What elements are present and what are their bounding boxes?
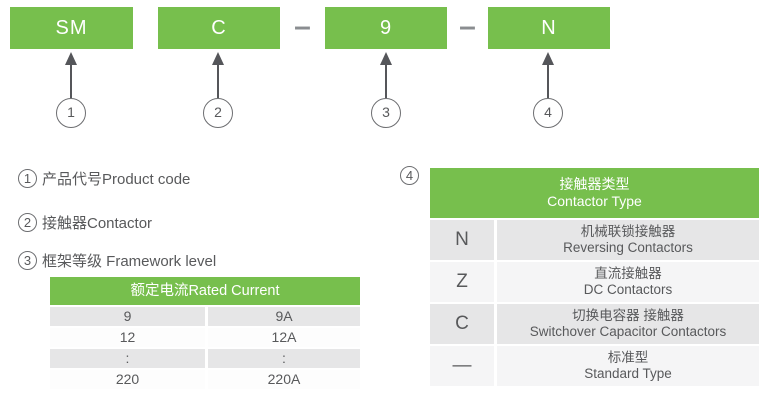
desc-zh: 标准型: [607, 349, 649, 365]
code-separator: –: [459, 10, 476, 43]
table-row: 12 12A: [50, 326, 360, 347]
arrow-line: [547, 63, 549, 98]
rated-current-table-header: 额定电流Rated Current: [50, 277, 360, 305]
contactor-type-table: 接触器类型 Contactor Type N 机械联锁接触器 Reversing…: [430, 168, 759, 386]
rated-current-table: 额定电流Rated Current 9 9A 12 12A : : 220 22…: [50, 277, 360, 389]
desc-en: DC Contactors: [583, 282, 673, 297]
legend-item-framework-level: 3 框架等级 Framework level: [18, 250, 216, 271]
code-segment-c: C: [158, 7, 280, 49]
legend-item-contactor: 2 接触器Contactor: [18, 212, 152, 233]
callout-circle-3: 3: [371, 98, 401, 128]
legend-label: 产品代号Product code: [42, 171, 191, 188]
table-cell: 9A: [205, 307, 360, 326]
code-cell: Z: [456, 271, 468, 292]
table-cell: 9: [123, 308, 132, 324]
arrow-up-icon: [65, 52, 77, 65]
code-segment-9: 9: [325, 7, 447, 49]
description-cell: 标准型 Standard Type: [494, 346, 759, 386]
table-row: C 切换电容器 接触器 Switchover Capacitor Contact…: [430, 302, 759, 344]
arrow-up-icon: [542, 52, 554, 65]
contactor-type-table-header: 接触器类型 Contactor Type: [430, 168, 759, 218]
table-row: 9 9A: [50, 305, 360, 326]
legend-ref-2: 2: [18, 213, 37, 232]
legend-ref-3: 3: [18, 251, 37, 270]
desc-zh: 直流接触器: [594, 265, 662, 281]
table-row: N 机械联锁接触器 Reversing Contactors: [430, 218, 759, 260]
code-segment-sm: SM: [10, 7, 133, 49]
code-cell: —: [452, 355, 472, 376]
callout-circle-4: 4: [533, 98, 563, 128]
table-row: Z 直流接触器 DC Contactors: [430, 260, 759, 302]
legend-label: 接触器Contactor: [42, 215, 153, 232]
arrow-line: [385, 63, 387, 98]
table-cell: :: [125, 350, 130, 366]
arrow-up-icon: [380, 52, 392, 65]
code-separator: –: [294, 10, 311, 43]
legend-item-product-code: 1 产品代号Product code: [18, 168, 190, 189]
desc-zh: 机械联锁接触器: [580, 223, 676, 239]
code-cell: C: [455, 313, 469, 334]
table-cell: 12A: [205, 328, 360, 347]
desc-en: Switchover Capacitor Contactors: [529, 324, 727, 339]
legend-ref-1: 1: [18, 169, 37, 188]
description-cell: 机械联锁接触器 Reversing Contactors: [494, 220, 759, 260]
table-cell: 12: [119, 329, 136, 345]
arrow-line: [70, 63, 72, 98]
legend-ref-4: 4: [400, 166, 419, 185]
description-cell: 直流接触器 DC Contactors: [494, 262, 759, 302]
header-zh: 接触器类型: [559, 176, 630, 192]
callout-circle-1: 1: [56, 98, 86, 128]
table-row: 220 220A: [50, 368, 360, 389]
header-en: Contactor Type: [547, 193, 642, 209]
code-segment-n: N: [488, 7, 610, 49]
desc-zh: 切换电容器 接触器: [572, 307, 684, 323]
legend-label: 框架等级 Framework level: [42, 253, 217, 270]
desc-en: Reversing Contactors: [563, 240, 693, 255]
table-row: : :: [50, 347, 360, 368]
description-cell: 切换电容器 接触器 Switchover Capacitor Contactor…: [494, 304, 759, 344]
arrow-line: [217, 63, 219, 98]
table-cell: 220: [115, 371, 140, 387]
arrow-up-icon: [212, 52, 224, 65]
callout-circle-2: 2: [203, 98, 233, 128]
table-cell: 220A: [205, 370, 360, 389]
table-cell: :: [205, 349, 360, 368]
code-cell: N: [455, 229, 469, 250]
table-row: — 标准型 Standard Type: [430, 344, 759, 386]
desc-en: Standard Type: [584, 366, 672, 381]
